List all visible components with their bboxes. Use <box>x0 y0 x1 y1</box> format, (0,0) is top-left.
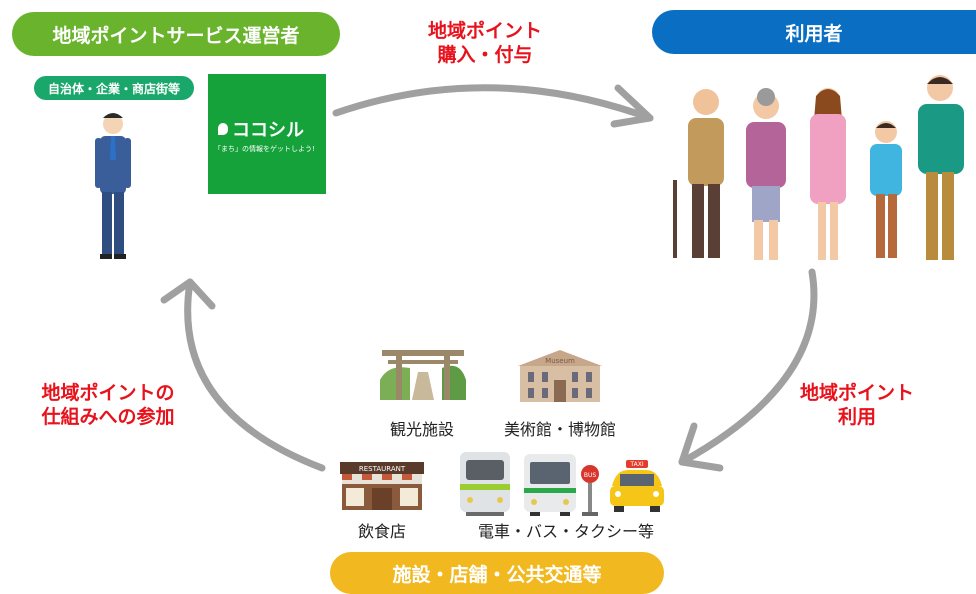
operator-title: 地域ポイントサービス運営者 <box>52 24 300 47</box>
restaurant-sign: RESTAURANT <box>359 465 406 473</box>
logo-tagline: 「まち」の情報をゲットしよう! <box>214 145 315 153</box>
caption-transport: 電車・バス・タクシー等 <box>477 522 654 541</box>
arrow-right <box>678 268 818 472</box>
flow-right-label: 地域ポイント 利用 <box>792 382 922 430</box>
operator-subtitle-badge: 自治体・企業・商店街等 <box>34 76 194 100</box>
flow-left-label: 地域ポイントの 仕組みへの参加 <box>8 382 208 430</box>
operator-person-icon <box>95 113 131 259</box>
user-title-badge: 利用者 <box>652 10 976 54</box>
kokoshiru-logo: ココシル 「まち」の情報をゲットしよう! <box>208 74 326 194</box>
flow-right-line1: 地域ポイント <box>799 382 914 404</box>
flow-left-line1: 地域ポイントの <box>41 382 175 404</box>
arrow-top <box>332 84 654 128</box>
flow-top-line1: 地域ポイント <box>427 20 542 42</box>
user-title: 利用者 <box>785 22 843 45</box>
caption-restaurant: 飲食店 <box>357 522 406 541</box>
bus-stop-icon: BUS <box>581 465 599 516</box>
facilities-title-badge: 施設・店舗・公共交通等 <box>330 552 664 594</box>
flow-top-line2: 購入・付与 <box>437 43 533 66</box>
bus-icon <box>524 454 576 516</box>
taxi-sign: TAXI <box>629 461 643 468</box>
train-icon <box>460 452 510 516</box>
operator-subtitle: 自治体・企業・商店街等 <box>47 81 180 96</box>
torii-gate-icon <box>380 350 466 400</box>
museum-sign: Museum <box>545 357 575 365</box>
operator-title-badge: 地域ポイントサービス運営者 <box>12 12 340 56</box>
caption-tourism: 観光施設 <box>389 420 454 439</box>
caption-museum: 美術館・博物館 <box>503 420 616 439</box>
flow-left-line2: 仕組みへの参加 <box>41 405 175 428</box>
flow-right-line2: 利用 <box>837 405 876 428</box>
facilities-title: 施設・店舗・公共交通等 <box>392 563 602 586</box>
logo-name: ココシル <box>232 120 304 141</box>
flow-top-label: 地域ポイント 購入・付与 <box>420 20 550 68</box>
restaurant-icon: RESTAURANT <box>340 462 424 510</box>
museum-icon: Museum <box>518 350 602 402</box>
arrow-left <box>160 278 326 472</box>
user-family-icon <box>673 75 964 260</box>
taxi-icon: TAXI <box>610 460 664 512</box>
logo-pin-icon <box>218 123 228 135</box>
bus-stop-sign: BUS <box>584 472 597 479</box>
